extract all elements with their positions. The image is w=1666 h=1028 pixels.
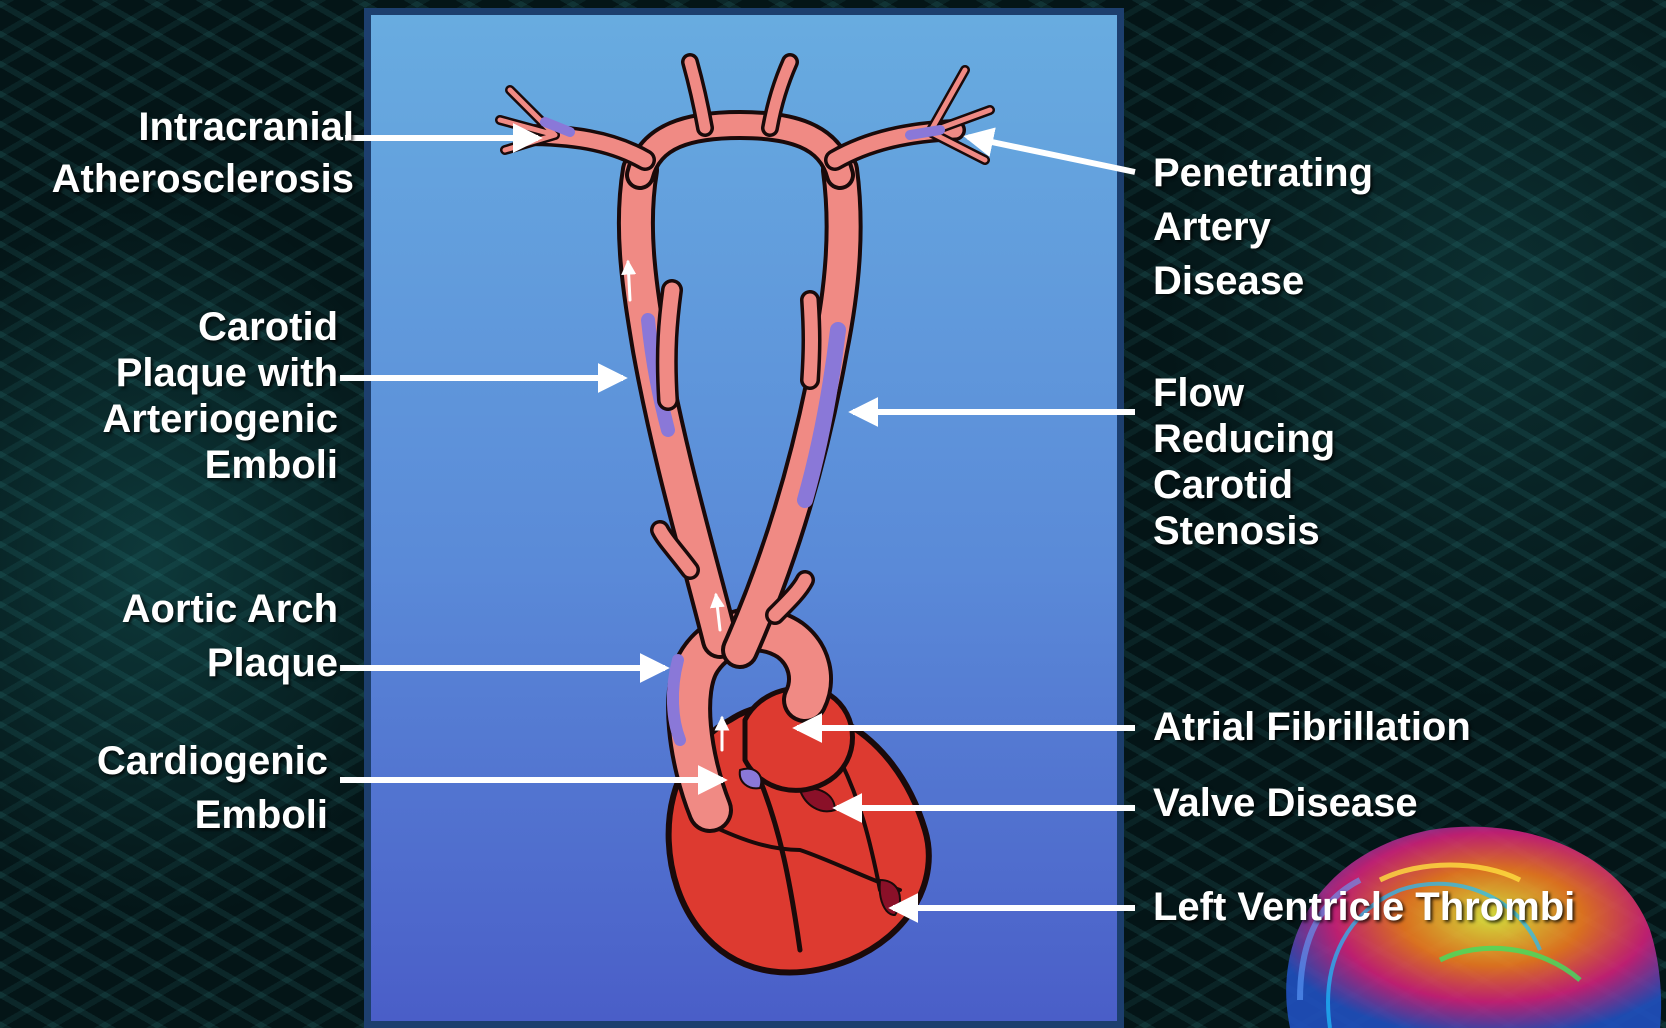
label-line: Aortic Arch [122, 586, 338, 632]
label-line: Atherosclerosis [52, 156, 354, 202]
label-line: Carotid [1153, 462, 1335, 508]
label-intracranial-atherosclerosis: Intracranial Atherosclerosis [52, 104, 354, 202]
label-line: Flow [1153, 370, 1335, 416]
label-line: Penetrating [1153, 146, 1373, 200]
label-carotid-plaque: Carotid Plaque with Arteriogenic Emboli [102, 304, 338, 488]
label-line: Reducing [1153, 416, 1335, 462]
label-atrial-fibrillation: Atrial Fibrillation [1153, 704, 1471, 750]
label-line: Disease [1153, 254, 1373, 308]
label-line: Valve Disease [1153, 780, 1418, 826]
label-flow-reducing-carotid-stenosis: Flow Reducing Carotid Stenosis [1153, 370, 1335, 554]
label-line: Intracranial [52, 104, 354, 150]
label-line: Plaque [122, 640, 338, 686]
label-line: Emboli [97, 792, 328, 838]
label-left-ventricle-thrombi: Left Ventricle Thrombi [1153, 884, 1575, 930]
label-line: Emboli [102, 442, 338, 488]
label-cardiogenic-emboli: Cardiogenic Emboli [97, 738, 328, 838]
label-line: Arteriogenic [102, 396, 338, 442]
label-line: Cardiogenic [97, 738, 328, 784]
label-line: Left Ventricle Thrombi [1153, 884, 1575, 930]
arrow-penetrating [968, 137, 1135, 172]
label-aortic-arch-plaque: Aortic Arch Plaque [122, 586, 338, 686]
label-line: Artery [1153, 200, 1373, 254]
label-line: Atrial Fibrillation [1153, 704, 1471, 750]
label-line: Plaque with [102, 350, 338, 396]
label-line: Carotid [102, 304, 338, 350]
penetrating-plaque [910, 130, 940, 135]
vessel-illustration [500, 62, 990, 972]
label-penetrating-artery-disease: Penetrating Artery Disease [1153, 146, 1373, 308]
label-line: Stenosis [1153, 508, 1335, 554]
label-valve-disease: Valve Disease [1153, 780, 1418, 826]
